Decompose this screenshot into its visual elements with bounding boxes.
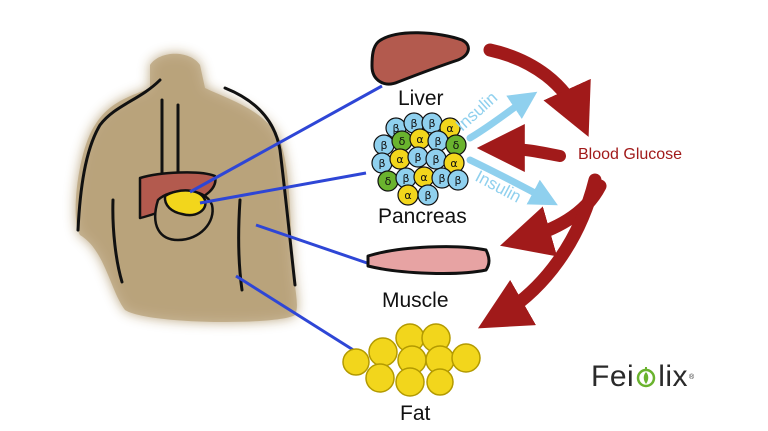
pancreas-label: Pancreas [378,205,467,228]
pancreas-cell [447,169,469,191]
pancreas-cell-label: β [402,172,409,185]
torso-illustration [75,53,297,322]
organ-connectors [189,84,383,360]
pancreas-cell-label: β [380,139,387,152]
pancreas-cell-label: β [410,117,417,130]
pancreas-cell-label: α [450,157,457,170]
pancreas-cell-label: δ [385,175,392,188]
insulin-arrows [466,91,558,206]
fat-label: Fat [400,402,431,425]
feiolix-logo: Fei lix ® [591,360,695,394]
pancreas-cell-label: α [420,171,427,184]
blood-glucose-label: Blood Glucose [578,146,683,163]
liver-label: Liver [398,87,444,110]
pancreas-cell-label: β [428,117,435,130]
pancreas-cell-label: α [416,133,423,146]
glucose-arrows [476,43,607,329]
pancreas-cell-label: β [424,189,431,202]
liver-shape [370,31,470,86]
pancreas-cell-label: δ [453,139,460,152]
muscle-label: Muscle [382,289,449,312]
pancreas-cell-label: β [414,151,421,164]
pancreas-cell-label: α [404,189,411,202]
muscle-shape [366,245,491,275]
logo-text-right: lix [658,360,689,393]
pancreas-cell-label: α [446,122,453,135]
pancreas-cell [417,184,439,206]
registered-mark: ® [689,373,695,381]
fat-cells [342,323,481,397]
pancreas-cell-label: α [396,153,403,166]
logo-text-left: Fei [591,360,635,393]
pancreas-cell-label: β [432,153,439,166]
pancreas-cell-label: δ [399,135,406,148]
pancreas-cell-label: β [378,157,385,170]
leaf-icon [636,367,656,388]
pancreas-cell-label: β [438,172,445,185]
pancreas-cell-label: β [454,174,461,187]
insulin-label-upper: Insulin [452,88,501,135]
pancreas-cell-label: β [392,122,399,135]
pancreas-cell-label: β [434,135,441,148]
